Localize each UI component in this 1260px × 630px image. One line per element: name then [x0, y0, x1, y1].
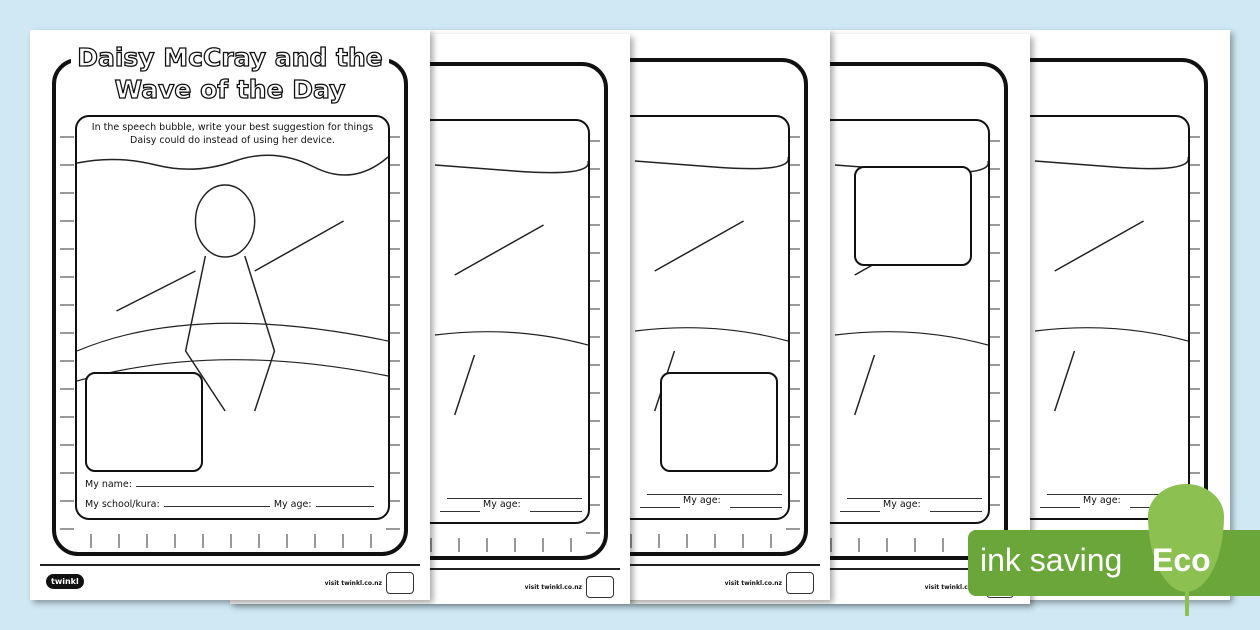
- name-field[interactable]: [135, 486, 374, 487]
- worksheet-title: Daisy McCray and the Wave of the Day: [30, 42, 430, 106]
- quality-badge-icon: [586, 576, 614, 598]
- age-label: My age:: [1083, 495, 1121, 506]
- speech-bubble[interactable]: [85, 372, 203, 472]
- ink-saving-label: ink saving: [980, 542, 1123, 578]
- illustration-box: In the speech bubble, write your best su…: [75, 115, 390, 520]
- age-field[interactable]: [930, 511, 982, 512]
- age-label: My age:: [483, 499, 521, 510]
- leaf-stem-icon: [1185, 590, 1189, 616]
- page-footer: visit twinkl.co.nz: [240, 568, 620, 598]
- instruction-line-1: In the speech bubble, write your best su…: [91, 122, 374, 133]
- page-footer: visit twinkl.co.nz: [440, 564, 820, 594]
- instruction-line-2: Daisy could do instead of using her devi…: [130, 135, 335, 146]
- twinkl-logo: twinkl: [46, 574, 84, 589]
- age-field[interactable]: [730, 507, 782, 508]
- school-label: My school/kura:: [85, 499, 160, 510]
- age-label: My age:: [883, 499, 921, 510]
- coloring-illustration: [77, 154, 388, 412]
- school-field[interactable]: [840, 511, 880, 512]
- instructions: In the speech bubble, write your best su…: [77, 121, 388, 147]
- title-line-1: Daisy McCray and the: [71, 42, 389, 74]
- school-field[interactable]: [1040, 507, 1080, 508]
- footer-url: visit twinkl.co.nz: [524, 584, 582, 591]
- age-label: My age:: [273, 499, 312, 510]
- school-field[interactable]: [163, 506, 270, 507]
- name-label: My name:: [85, 479, 132, 490]
- footer-url: visit twinkl.co.nz: [324, 580, 382, 587]
- quality-badge-icon: [386, 572, 414, 594]
- wave-border-bottom: [76, 534, 386, 548]
- title-line-2: Wave of the Day: [108, 74, 352, 106]
- speech-bubble[interactable]: [854, 166, 972, 266]
- student-details-form: My name: My school/kura: My age:: [85, 470, 378, 510]
- eco-label: Eco: [1152, 542, 1211, 578]
- age-label: My age:: [683, 495, 721, 506]
- coloring-illustration: [434, 161, 588, 416]
- quality-badge-icon: [786, 572, 814, 594]
- age-field[interactable]: [315, 506, 374, 507]
- speech-bubble[interactable]: [660, 372, 778, 472]
- coloring-illustration: [1034, 157, 1188, 412]
- school-field[interactable]: [640, 507, 680, 508]
- page-footer: twinkl visit twinkl.co.nz: [40, 564, 420, 594]
- age-field[interactable]: [530, 511, 582, 512]
- name-field[interactable]: [847, 498, 982, 499]
- name-field[interactable]: [1047, 494, 1182, 495]
- name-field[interactable]: [647, 494, 782, 495]
- school-field[interactable]: [440, 511, 480, 512]
- footer-url: visit twinkl.co.nz: [924, 584, 982, 591]
- footer-url: visit twinkl.co.nz: [724, 580, 782, 587]
- wave-border-left: [60, 122, 74, 542]
- worksheet-page: Daisy McCray and the Wave of the Day In …: [30, 30, 430, 600]
- name-field[interactable]: [447, 498, 582, 499]
